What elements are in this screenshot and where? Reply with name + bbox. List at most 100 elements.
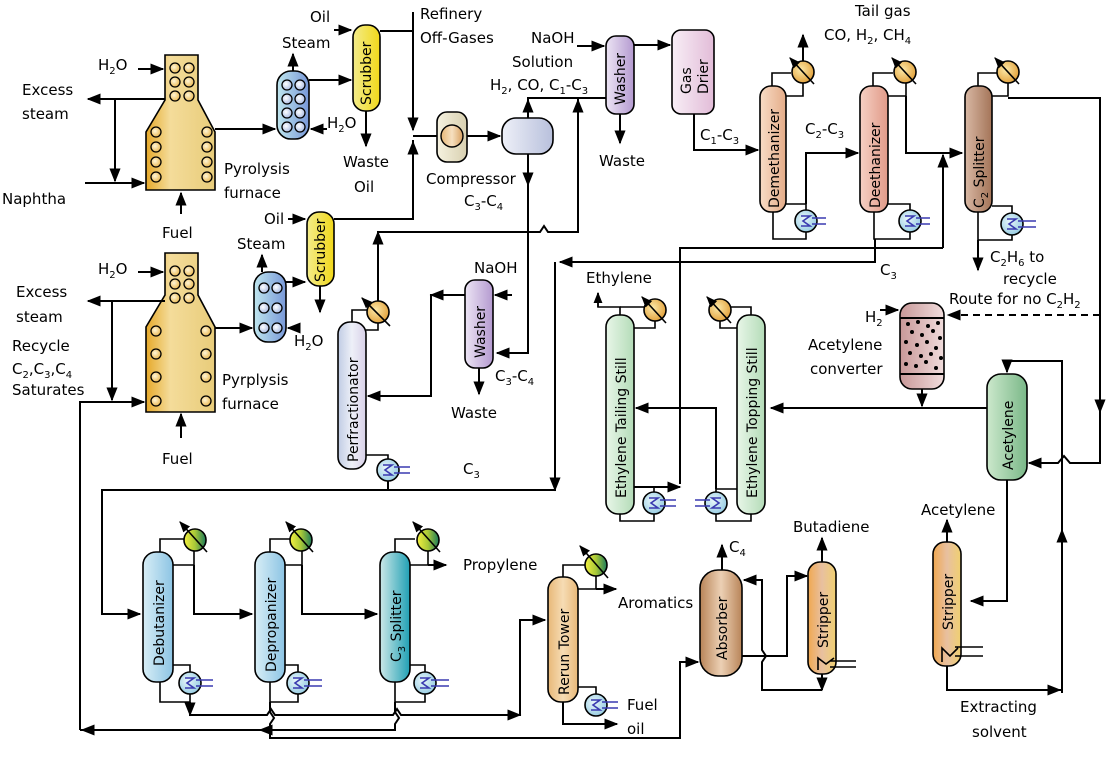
- label-route-no-c2h2: Route for no C2H2: [949, 290, 1081, 311]
- reboiler-rerun-tower: [578, 686, 618, 717]
- condenser-topping-still: [706, 296, 752, 329]
- label-fuel-oil-b: oil: [627, 720, 645, 738]
- scrubber-1: Scrubber: [352, 24, 381, 112]
- label-waste-oil: Waste: [343, 153, 389, 171]
- svg-text:Scrubber: Scrubber: [313, 218, 329, 282]
- svg-text:C2 Splitter: C2 Splitter: [972, 136, 991, 208]
- reboiler-topping-still: [695, 488, 752, 522]
- label-excess-steam-1: Excess: [22, 81, 73, 99]
- svg-text:Rerun Tower: Rerun Tower: [557, 609, 573, 695]
- svg-text:Demethanizer: Demethanizer: [767, 109, 783, 208]
- label-acetylene-out: Acetylene: [921, 501, 995, 519]
- reboiler-perfractionator: [366, 454, 410, 482]
- demethanizer: Demethanizer: [759, 85, 787, 213]
- label-h2o-furnace1: H2O: [98, 56, 127, 77]
- label-off-gases: Off-Gases: [420, 29, 494, 47]
- label-excess-steam-2: Excess: [16, 283, 67, 301]
- svg-text:Ethylene Topping Still: Ethylene Topping Still: [745, 347, 761, 498]
- reboiler-deethanizer: [873, 203, 930, 240]
- label-oil-1: Oil: [310, 8, 330, 26]
- label-pyrolysis: Pyrolysis: [224, 160, 290, 178]
- reboiler-c3-splitter: [394, 664, 449, 703]
- svg-text:Scrubber: Scrubber: [359, 41, 375, 105]
- svg-text:Drier: Drier: [696, 59, 712, 94]
- label-c1c3: C1-C3: [700, 126, 739, 147]
- furnace-tubes: [150, 62, 213, 183]
- label-h2-converter: H2: [865, 308, 883, 329]
- label-furnace-2: furnace: [222, 395, 279, 413]
- svg-text:Perfractionator: Perfractionator: [346, 357, 362, 462]
- label-refinery: Refinery: [420, 5, 482, 23]
- condenser-c2-splitter: [977, 57, 1020, 97]
- label-waste-1: Waste: [599, 152, 645, 170]
- label-naphtha: Naphtha: [2, 190, 66, 208]
- label-extracting: Extracting: [960, 698, 1037, 716]
- c3-splitter: C3 Splitter: [379, 551, 411, 683]
- svg-text:C3 Splitter: C3 Splitter: [389, 590, 408, 662]
- washer-2: Washer: [464, 279, 494, 369]
- ethylene-tailing-still: Ethylene Tailing Still: [605, 314, 635, 515]
- label-recycle-c2h6: recycle: [1003, 270, 1057, 288]
- debutanizer: Debutanizer: [142, 551, 174, 683]
- reboiler-c2-splitter: [977, 205, 1036, 241]
- label-co-h2-ch4: CO, H2, CH4: [824, 26, 911, 47]
- label-fuel-2: Fuel: [162, 450, 193, 468]
- scrubber-2: Scrubber: [306, 211, 335, 287]
- label-solvent: solvent: [972, 723, 1027, 741]
- reboiler-depropanizer: [269, 664, 322, 703]
- label-butadiene: Butadiene: [793, 518, 870, 536]
- washer-1: Washer: [605, 35, 635, 115]
- label-c3c4-a: C3-C4: [464, 192, 503, 213]
- svg-text:Stripper: Stripper: [941, 574, 957, 630]
- gas-drier: Gas Drier: [671, 29, 715, 115]
- condenser-debutanizer: [159, 521, 208, 566]
- absorber: Absorber: [699, 569, 743, 677]
- quench-exchanger-2: [253, 271, 287, 343]
- svg-text:Depropanizer: Depropanizer: [264, 578, 280, 672]
- acetylene-converter: [899, 302, 945, 390]
- pyrolysis-furnace-1: [145, 54, 216, 191]
- label-acetylene-converter: Acetylene: [808, 336, 882, 354]
- label-h2o-furnace2: H2O: [98, 260, 127, 281]
- svg-text:Ethylene Tailing Still: Ethylene Tailing Still: [614, 357, 630, 498]
- stripper-butadiene: Stripper: [807, 561, 856, 675]
- pyrolysis-furnace-2: [145, 252, 216, 413]
- label-naoh-2: NaOH: [474, 259, 518, 277]
- label-recycle: Recycle: [12, 337, 70, 355]
- label-h2o-hx2: H2O: [294, 332, 323, 353]
- label-furnace-1: furnace: [224, 184, 281, 202]
- label-c2c3: C2-C3: [805, 120, 844, 141]
- label-c3-a: C3: [880, 261, 897, 282]
- label-c2h6-recycle: C2H6 to: [990, 248, 1044, 269]
- acetylene-column: Acetylene: [986, 373, 1028, 481]
- svg-text:Stripper: Stripper: [816, 592, 832, 648]
- rerun-tower: Rerun Tower: [547, 576, 579, 703]
- depropanizer: Depropanizer: [254, 551, 286, 683]
- reboiler-tailing-still: [619, 486, 676, 522]
- svg-text:Absorber: Absorber: [715, 596, 731, 660]
- condenser-rerun-tower: [562, 545, 609, 590]
- label-aromatics: Aromatics: [618, 594, 693, 612]
- label-fuel-oil: Fuel: [627, 696, 658, 714]
- compressor: [436, 111, 468, 163]
- condenser-demethanizer: [771, 33, 815, 97]
- label-waste-oil-b: Oil: [354, 178, 374, 196]
- svg-text:Acetylene: Acetylene: [1001, 401, 1017, 470]
- reboiler-debutanizer: [159, 664, 213, 703]
- label-solution: Solution: [512, 53, 573, 71]
- svg-text:Gas: Gas: [679, 67, 695, 94]
- deethanizer: Deethanizer: [859, 85, 889, 213]
- label-recycle-c2c3c4: C2,C3,C4: [12, 360, 72, 381]
- label-compressor: Compressor: [426, 170, 517, 188]
- label-converter: converter: [810, 360, 883, 378]
- svg-text:Deethanizer: Deethanizer: [868, 122, 884, 208]
- perfractionator: Perfractionator: [337, 321, 367, 470]
- condenser-depropanizer: [269, 521, 314, 566]
- svg-text:Washer: Washer: [473, 306, 489, 358]
- label-excess-steam-1b: steam: [22, 105, 69, 123]
- label-steam-2: Steam: [237, 235, 285, 253]
- label-c3c4-b: C3-C4: [495, 367, 534, 388]
- condenser-tailing-still: [593, 291, 667, 329]
- label-tail-gas: Tail gas: [854, 2, 911, 20]
